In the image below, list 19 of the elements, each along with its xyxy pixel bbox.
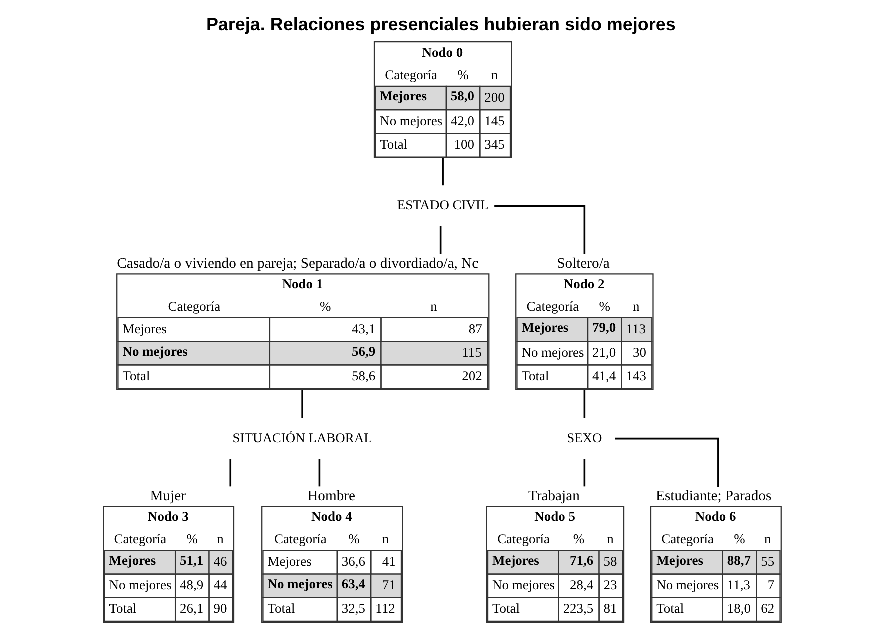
connector: [614, 438, 719, 488]
node-label: Hombre: [307, 488, 355, 505]
connector: [583, 390, 586, 418]
node-label: Mujer: [150, 488, 186, 505]
diagram-title: Pareja. Relaciones presenciales hubieran sido mejores: [206, 14, 676, 35]
node-text: ESTADO CIVIL: [396, 198, 488, 213]
node-label: Soltero/a: [556, 256, 610, 272]
connector: [318, 459, 320, 487]
node-text: SITUACIÓN LABORAL: [232, 430, 372, 446]
connector: [301, 390, 303, 418]
node-label: Estudiante; Parados: [656, 488, 772, 505]
connector: [583, 459, 586, 487]
connector: [439, 226, 442, 254]
node-text: SEXO: [566, 430, 602, 446]
node-label: Casado/a o viviendo en pareja; Separado/a o divordiado/a, Nc: [116, 256, 478, 272]
connector: [494, 205, 586, 254]
connector: [229, 459, 232, 487]
connector: [442, 158, 444, 186]
node-label: Trabajan: [528, 488, 580, 505]
